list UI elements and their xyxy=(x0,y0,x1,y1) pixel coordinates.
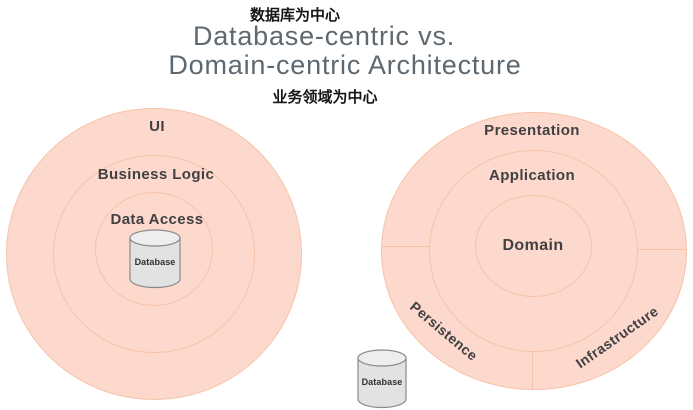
page-title-line2: Domain-centric Architecture xyxy=(168,50,522,80)
database-icon-label: Database xyxy=(361,376,403,387)
page-title-line1: Database-centric vs. xyxy=(192,21,456,51)
database-icon-label: Database xyxy=(134,256,176,267)
left-ring-label-business-logic: Business Logic xyxy=(97,166,215,183)
right-divider-left xyxy=(382,246,430,247)
right-inner-ring xyxy=(475,195,592,297)
right-ring-label-domain: Domain xyxy=(502,237,564,254)
database-icon: Database xyxy=(357,349,407,409)
database-icon: Database xyxy=(129,229,181,289)
right-middle-ring xyxy=(429,150,638,352)
label-domain-centric-cjk: 业务领域为中心 xyxy=(272,89,378,106)
right-ring-label-presentation: Presentation xyxy=(484,122,580,139)
left-inner-ring xyxy=(95,192,213,306)
right-ring-label-application: Application xyxy=(488,167,576,184)
left-ring-label-data-access: Data Access xyxy=(110,211,204,228)
left-ring-label-ui: UI xyxy=(149,118,165,135)
label-database-centric-cjk: 数据库为中心 xyxy=(249,7,341,24)
right-divider-bottom xyxy=(532,352,533,390)
left-middle-ring xyxy=(53,155,255,353)
right-divider-right xyxy=(637,249,687,250)
